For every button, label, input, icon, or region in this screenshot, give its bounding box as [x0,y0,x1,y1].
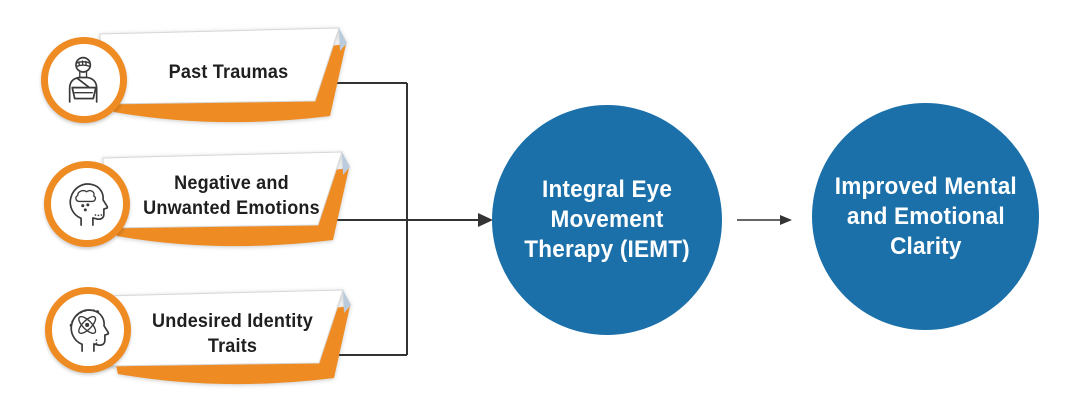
process-node-label-line: Integral Eye [541,176,673,203]
input-label: Past Traumas [131,34,326,110]
process-node-label-line: Therapy (IEMT) [524,236,690,263]
process-node-iemt: Integral Eye Movement Therapy (IEMT) [492,105,722,335]
input-label: Undesired Identity Traits [135,296,330,372]
banner-ribbon-shape [99,27,347,123]
outcome-node-label-line: and Emotional [846,202,1005,230]
input-card-identity-traits: Undesired Identity Traits [100,286,360,401]
outcome-node-label-line: Improved Mental [834,172,1017,200]
head-atom-icon [45,287,131,373]
arrow-to-process-icon [478,213,493,227]
input-label-line: Negative and [174,173,289,194]
banner-ribbon-shape [102,151,350,247]
input-label-line: Unwanted Emotions [143,198,320,219]
input-merge-connector [320,82,479,356]
process-node-label-line: Movement [550,206,664,233]
input-label-line: Undesired Identity [152,311,313,332]
arrow-to-outcome-icon [780,215,792,225]
outcome-node-label-line: Clarity [889,232,962,260]
input-card-past-traumas: Past Traumas [96,24,356,154]
head-rain-cloud-icon [44,161,130,247]
outcome-node-clarity: Improved Mental and Emotional Clarity [812,103,1039,330]
outcome-node-label: Improved Mental and Emotional Clarity [834,172,1016,262]
input-label-line: Traits [207,336,258,357]
injured-person-icon [41,37,127,123]
process-node-label: Integral Eye Movement Therapy (IEMT) [524,175,690,265]
input-label: Negative and Unwanted Emotions [134,158,329,234]
input-label-line: Past Traumas [168,61,289,83]
input-card-negative-emotions: Negative and Unwanted Emotions [99,148,359,278]
